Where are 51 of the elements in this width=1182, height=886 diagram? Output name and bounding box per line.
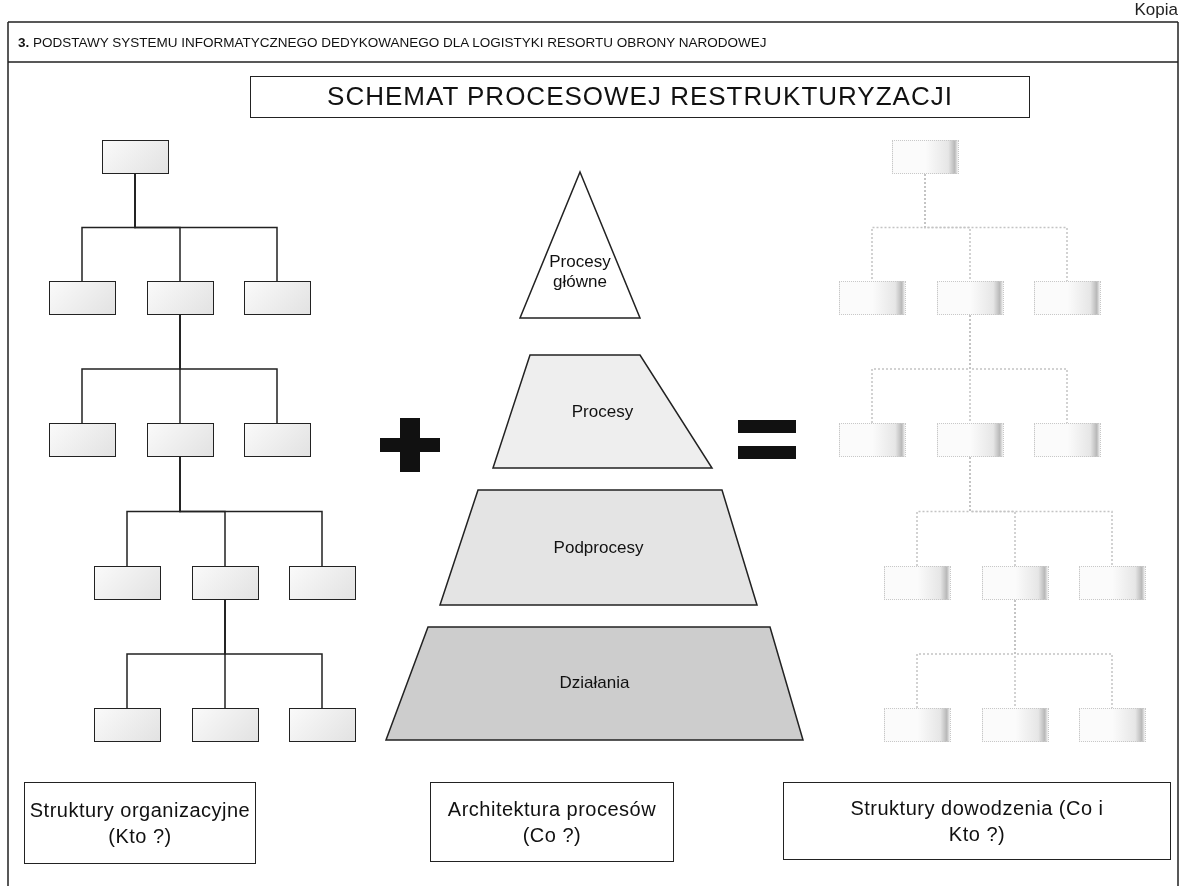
org-chart-box xyxy=(1078,566,1146,600)
org-chart-box xyxy=(48,281,116,315)
connector-line xyxy=(224,599,323,709)
pyramid-layer xyxy=(440,490,757,605)
layer-label: Procesy xyxy=(570,402,635,422)
connector-line xyxy=(1014,599,1113,709)
org-chart-box xyxy=(936,423,1004,457)
org-chart-box xyxy=(48,423,116,457)
org-chart-box xyxy=(1033,423,1101,457)
layer-label: Podprocesy xyxy=(552,538,645,558)
org-chart-box xyxy=(191,566,259,600)
org-chart-box xyxy=(883,566,951,600)
org-chart-box xyxy=(243,423,311,457)
org-chart-box xyxy=(838,281,906,315)
org-chart-box xyxy=(93,708,161,742)
caption-box xyxy=(783,782,1171,860)
layer-label: Działania xyxy=(558,673,631,693)
org-chart-box xyxy=(891,140,959,174)
connector-line xyxy=(924,173,1068,282)
org-chart-box xyxy=(1033,281,1101,315)
org-chart-box xyxy=(101,140,169,174)
org-chart-box xyxy=(146,281,214,315)
org-chart-box xyxy=(146,423,214,457)
pyramid-triangle xyxy=(520,172,640,318)
caption-box xyxy=(24,782,256,864)
org-chart-box xyxy=(883,708,951,742)
caption-text: Architektura procesów (Co ?) xyxy=(446,797,658,848)
connector-line xyxy=(179,314,278,424)
caption-text: Struktury organizacyjne (Kto ?) xyxy=(28,798,252,849)
org-chart-box xyxy=(93,566,161,600)
layer-label: Procesy główne xyxy=(548,252,612,292)
org-chart-box xyxy=(1078,708,1146,742)
org-chart-box xyxy=(191,708,259,742)
connector-line xyxy=(969,456,1113,567)
org-chart-box xyxy=(981,708,1049,742)
org-chart-box xyxy=(838,423,906,457)
pyramid-layer xyxy=(493,355,712,468)
page-marker: Kopia xyxy=(1134,0,1178,20)
org-chart-box xyxy=(981,566,1049,600)
org-chart-box xyxy=(288,708,356,742)
org-chart-box xyxy=(936,281,1004,315)
connector-line xyxy=(179,456,323,567)
caption-box xyxy=(430,782,674,862)
connector-line xyxy=(969,314,1068,424)
connector-line xyxy=(134,173,278,282)
org-chart-box xyxy=(288,566,356,600)
title: SCHEMAT PROCESOWEJ RESTRUKTURYZACJI xyxy=(250,76,1030,118)
org-chart-box xyxy=(243,281,311,315)
caption-text: Struktury dowodzenia (Co i Kto ?) xyxy=(849,796,1105,847)
pyramid-layer xyxy=(386,627,803,740)
section-heading: 3. PODSTAWY SYSTEMU INFORMATYCZNEGO DEDYKOWANEGO DLA LOGISTYKI RESORTU OBRONY NARODOWEJ xyxy=(18,34,767,52)
